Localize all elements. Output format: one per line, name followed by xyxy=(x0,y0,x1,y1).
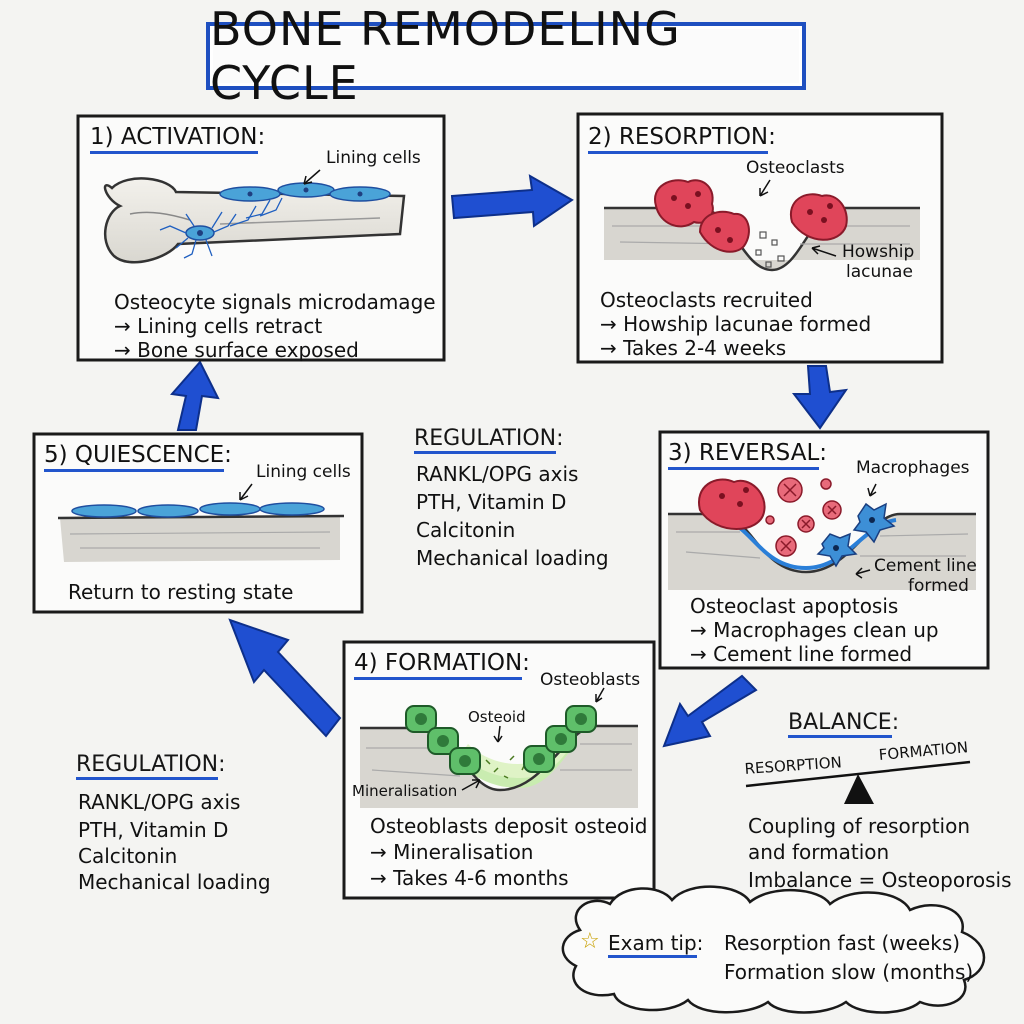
arrow-2-to-3 xyxy=(791,365,849,430)
regulation-left-item-4: Mechanical loading xyxy=(78,870,271,894)
activation-line-3: → Bone surface exposed xyxy=(114,338,359,362)
regulation-center-item-4: Mechanical loading xyxy=(416,546,609,570)
balance-seesaw xyxy=(745,760,971,804)
formation-line-1: Osteoblasts deposit osteoid xyxy=(370,814,648,838)
quiescence-line-1: Return to resting state xyxy=(68,580,294,604)
regulation-center-title: REGULATION: xyxy=(414,426,564,454)
quiescence-illustration xyxy=(57,483,345,562)
macrophages-label: Macrophages xyxy=(856,458,970,478)
regulation-left-item-1: RANKL/OPG axis xyxy=(78,790,241,814)
quiescence-lining-cells-label: Lining cells xyxy=(256,462,351,482)
exam-tip-line-1: Resorption fast (weeks) xyxy=(724,931,961,955)
lacunae-label: lacunae xyxy=(846,262,913,282)
formation-line-3: → Takes 4-6 months xyxy=(370,866,569,890)
reversal-illustration xyxy=(668,477,976,590)
page-title: BONE REMODELING CYCLE xyxy=(210,2,681,110)
regulation-left-item-2: PTH, Vitamin D xyxy=(78,818,229,842)
reversal-line-2: → Macrophages clean up xyxy=(690,618,939,642)
osteoblasts-label: Osteoblasts xyxy=(540,670,641,690)
arrow-4-to-5 xyxy=(228,618,342,738)
resorption-title: 2) RESORPTION: xyxy=(588,124,776,154)
star-icon: ☆ xyxy=(580,929,600,954)
activation-title: 1) ACTIVATION: xyxy=(90,124,265,154)
activation-lining-cells-label: Lining cells xyxy=(326,148,421,168)
arrow-1-to-2 xyxy=(450,174,574,228)
arrow-5-to-1 xyxy=(170,360,220,431)
regulation-center-item-3: Calcitonin xyxy=(416,518,516,542)
regulation-center-item-2: PTH, Vitamin D xyxy=(416,490,567,514)
balance-title: BALANCE: xyxy=(788,710,899,738)
regulation-left-title: REGULATION: xyxy=(76,752,226,780)
regulation-center-item-1: RANKL/OPG axis xyxy=(416,462,579,486)
activation-line-1: Osteocyte signals microdamage xyxy=(114,290,436,314)
exam-tip-cloud xyxy=(561,885,986,1014)
osteoid-label: Osteoid xyxy=(468,708,526,726)
resorption-line-3: → Takes 2-4 weeks xyxy=(600,336,787,360)
regulation-left-item-3: Calcitonin xyxy=(78,844,178,868)
balance-line-3: Imbalance = Osteoporosis xyxy=(748,868,1012,892)
osteoclasts-label: Osteoclasts xyxy=(746,158,845,178)
mineralisation-label: Mineralisation xyxy=(352,782,458,800)
bone-illustration xyxy=(103,169,406,264)
resorption-line-2: → Howship lacunae formed xyxy=(600,312,872,336)
exam-tip-line-2: Formation slow (months) xyxy=(724,960,974,984)
reversal-title: 3) REVERSAL: xyxy=(668,440,827,470)
cement-line-label-2: formed xyxy=(908,576,969,596)
howship-label: Howship xyxy=(842,242,915,262)
exam-tip-label: Exam tip: xyxy=(608,931,703,958)
reversal-line-1: Osteoclast apoptosis xyxy=(690,594,899,618)
reversal-line-3: → Cement line formed xyxy=(690,642,913,666)
resorption-illustration xyxy=(604,179,920,272)
resorption-line-1: Osteoclasts recruited xyxy=(600,288,813,312)
arrow-3-to-4 xyxy=(662,674,758,748)
cement-line-label-1: Cement line xyxy=(874,556,977,576)
balance-line-1: Coupling of resorption xyxy=(748,814,971,838)
quiescence-title: 5) QUIESCENCE: xyxy=(44,442,232,472)
balance-line-2: and formation xyxy=(748,840,890,864)
formation-line-2: → Mineralisation xyxy=(370,840,534,864)
formation-illustration xyxy=(360,687,638,808)
activation-line-2: → Lining cells retract xyxy=(114,314,323,338)
title-box: BONE REMODELING CYCLE xyxy=(206,2,806,110)
formation-title: 4) FORMATION: xyxy=(354,650,530,680)
